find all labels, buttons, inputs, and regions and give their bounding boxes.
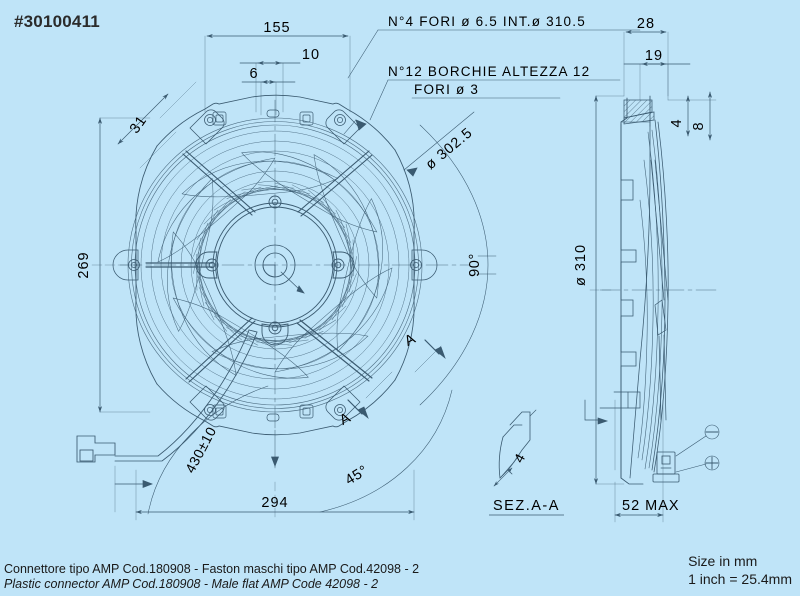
side-top-bracket	[584, 391, 641, 425]
dim-52-max-label: 52 MAX	[622, 498, 680, 514]
footer-english: Plastic connector AMP Cod.180908 - Male …	[4, 577, 379, 591]
dim-cable-length-label: 430±10	[182, 424, 220, 476]
bottom-dimension-294	[114, 429, 415, 521]
side-blades	[637, 129, 663, 470]
dim-6-label: 6	[249, 66, 258, 82]
note-studs: N°12 BORCHIE ALTEZZA 12	[388, 64, 590, 79]
dim-52-max	[614, 399, 664, 523]
section-marks-a-a	[347, 339, 446, 420]
fan-front-view	[76, 94, 471, 463]
note-studs-holes: FORI ø 3	[414, 82, 479, 97]
section-label: SEZ.A-A	[493, 498, 560, 514]
footer-notes: Connettore tipo AMP Cod.180908 - Faston …	[4, 562, 419, 592]
dim-28-label: 28	[637, 16, 655, 32]
note-holes: N°4 FORI ø 6.5 INT.ø 310.5	[388, 14, 586, 29]
dim-side-4-label: 4	[669, 118, 685, 127]
side-rim	[623, 99, 655, 125]
size-note-line2: 1 inch = 25.4mm	[688, 571, 792, 587]
part-number-label: #30100411	[14, 12, 100, 31]
dim-side-8-label: 8	[691, 121, 707, 130]
angle-45-label: 45°	[343, 463, 372, 489]
dim-294-label: 294	[261, 495, 288, 511]
size-note-line1: Size in mm	[688, 553, 758, 569]
dim-dia-310	[589, 95, 625, 485]
dim-4-8	[667, 91, 717, 141]
fan-shroud-outline	[135, 94, 415, 436]
section-marker-a-right: A	[402, 331, 418, 350]
fan-side-view	[589, 29, 721, 485]
shaft-leader	[280, 271, 305, 294]
dia-310-label: ø 310	[573, 244, 589, 286]
cable-length-dimension	[147, 385, 269, 515]
dim-269-label: 269	[76, 251, 92, 278]
note-leaders	[343, 29, 641, 135]
footer-italian: Connettore tipo AMP Cod.180908 - Faston …	[4, 562, 420, 576]
mounting-tabs	[112, 109, 438, 421]
center-crosshair	[119, 99, 471, 431]
dim-31-label: 31	[127, 113, 151, 137]
angle-90-arc	[419, 124, 497, 406]
angle-90-label: 90°	[467, 253, 483, 277]
amp-connector	[76, 435, 116, 463]
center-bosses	[212, 109, 314, 422]
dim-10-label: 10	[302, 47, 320, 63]
size-note: Size in mm 1 inch = 25.4mm	[688, 552, 792, 588]
side-connector	[652, 451, 680, 483]
motor-support-struts	[145, 150, 373, 383]
left-dimension-31	[117, 81, 197, 169]
dia-302-leader	[403, 111, 475, 177]
dim-19	[623, 61, 691, 101]
dim-19-label: 19	[645, 48, 663, 64]
power-cable	[114, 329, 258, 462]
dim-155-label: 155	[263, 20, 290, 36]
terminal-leaders	[675, 424, 720, 473]
top-dimensions	[204, 33, 351, 116]
section-a-a-detail	[493, 409, 537, 487]
